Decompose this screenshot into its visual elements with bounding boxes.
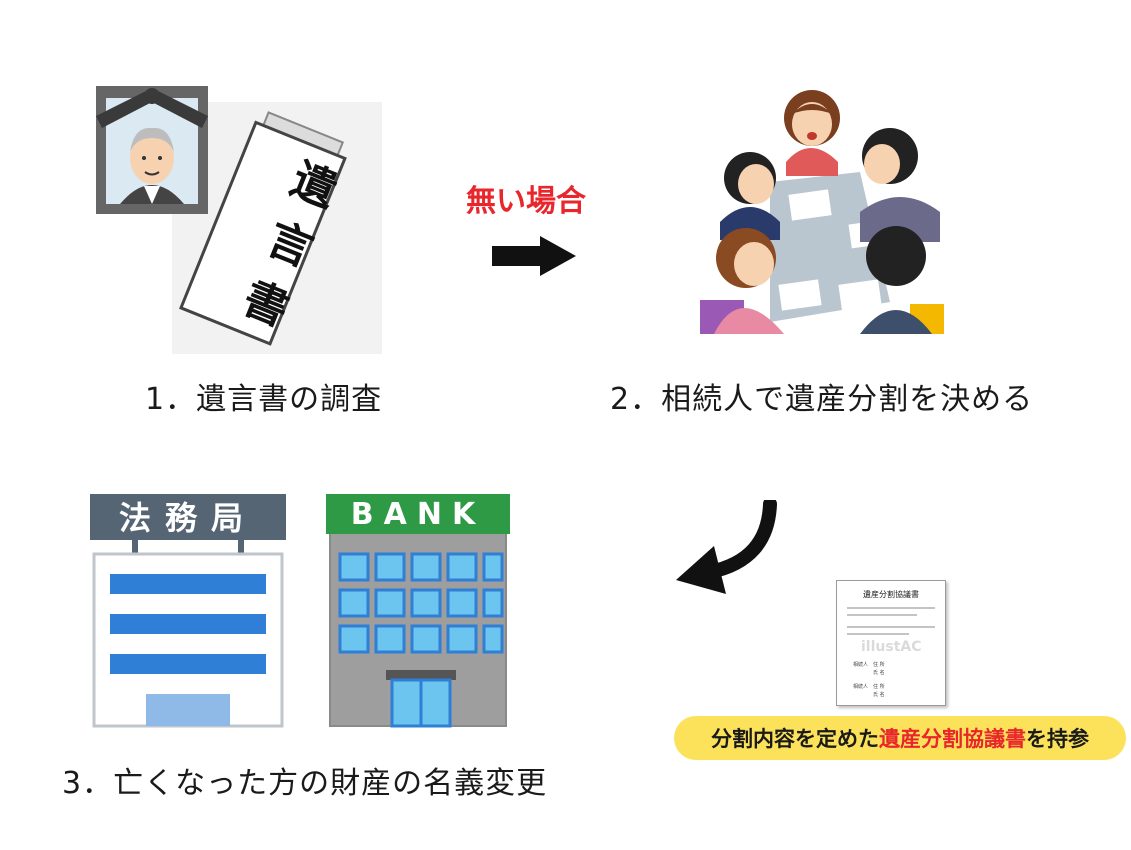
bring-note-highlight: 遺産分割協議書 xyxy=(879,727,1026,751)
agreement-line-3: 相続人 住 所 xyxy=(853,684,885,690)
agreement-watermark: illustAC xyxy=(861,639,922,655)
will-envelope-icon xyxy=(179,111,347,346)
meeting-illustration xyxy=(700,90,944,334)
person-right-top-icon xyxy=(860,128,940,242)
bank-sign: BANK xyxy=(350,497,486,532)
agreement-line-4: 氏 名 xyxy=(853,692,885,698)
bring-note-suffix: を持参 xyxy=(1026,727,1089,751)
agreement-line-2: 氏 名 xyxy=(853,670,885,676)
step-3-caption: 3．亡くなった方の財産の名義変更 xyxy=(62,766,548,801)
step-1-caption: 1．遺言書の調査 xyxy=(145,382,383,417)
no-will-label: 無い場合 xyxy=(466,184,586,219)
person-left-bottom-icon xyxy=(700,228,784,334)
legal-bureau-sign: 法務局 xyxy=(118,499,257,537)
bank-building-icon xyxy=(326,494,510,728)
bring-note-prefix: 分割内容を定めた xyxy=(711,727,879,751)
bureau-windows xyxy=(110,574,266,674)
person-top-icon xyxy=(784,90,840,176)
agreement-document-title: 遺産分割協議書 xyxy=(863,590,919,599)
will-illustration xyxy=(96,86,382,354)
person-right-bottom-icon xyxy=(860,226,944,334)
legal-bureau-building-icon xyxy=(90,494,286,728)
bank-windows xyxy=(338,552,504,654)
right-arrow-icon xyxy=(492,236,576,276)
curved-arrow-icon xyxy=(676,500,777,594)
step-2-caption: 2．相続人で遺産分割を決める xyxy=(610,382,1034,417)
bring-agreement-note: 分割内容を定めた遺産分割協議書を持参 xyxy=(674,716,1126,760)
agreement-document: 遺産分割協議書 illustAC 相続人 住 所 氏 名 相続人 住 所 氏 名 xyxy=(836,580,946,706)
memorial-portrait-icon xyxy=(96,86,208,214)
agreement-text-lines xyxy=(847,607,935,640)
agreement-line-1: 相続人 住 所 xyxy=(853,662,885,668)
